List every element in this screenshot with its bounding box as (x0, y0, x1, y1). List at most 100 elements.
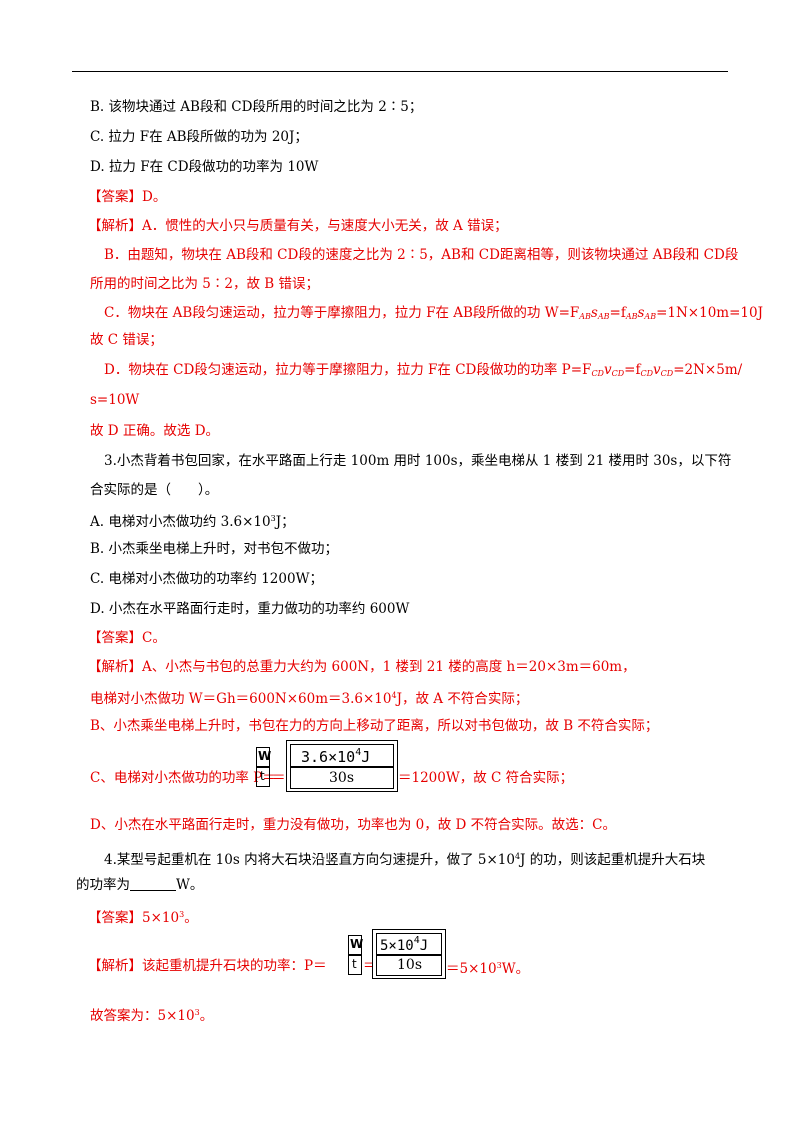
fraction-numerator-box: 5×104J (376, 933, 442, 955)
fraction-numerator: W (258, 749, 272, 763)
q4-analysis-prefix: 【解析】该起重机提升石块的功率：P＝ (88, 956, 327, 976)
fraction-denominator: t (352, 957, 357, 971)
fraction-denominator-box: 30s (290, 767, 394, 789)
fraction-box-work-time: 5×104J 10s (372, 929, 446, 979)
equals-sign: ＝ (272, 770, 286, 786)
subscript: AB (625, 312, 638, 321)
fraction-denominator: 30s (329, 770, 354, 786)
superscript: 3 (270, 514, 276, 523)
answer-value: D。 (142, 189, 167, 205)
answer-tag: 【答案】 (88, 910, 142, 926)
analysis-text: 该起重机提升石块的功率：P＝ (142, 958, 327, 974)
q4-final-answer: 故答案为：5×103。 (90, 1003, 213, 1026)
q3-stem-line2: 合实际的是（ ）。 (90, 482, 219, 498)
answer-blank[interactable] (130, 876, 176, 891)
stem-text: J 的功，则该起重机提升大石块 (520, 852, 706, 868)
subscript: CD (640, 369, 654, 378)
final-text: 。 (199, 1008, 214, 1024)
symbol: v (603, 362, 612, 378)
q2-answer: 【答案】D。 (88, 187, 166, 207)
fraction-numerator: 5×104J (380, 935, 428, 954)
fraction-numerator-box: W (348, 935, 364, 955)
analysis-text: =2N×5m/ (673, 362, 743, 378)
stem-text: 4.某型号起重机在 10s 内将大石块沿竖直方向匀速提升，做了 5×10 (104, 852, 515, 868)
option-text: J； (275, 514, 295, 530)
analysis-tag: 【解析】 (88, 659, 142, 675)
q2-analysis-c1: C．物块在 AB段匀速运动，拉力等于摩擦阻力，拉力 F在 AB段所做的功 W=F… (104, 303, 763, 327)
fraction-denominator: 10s (397, 957, 422, 973)
q3-option-d: D. 小杰在水平路面行走时，重力做功的功率约 600W (90, 601, 410, 617)
subscript: CD (660, 369, 674, 378)
subscript: AB (644, 312, 657, 321)
q4-stem-line1: 4.某型号起重机在 10s 内将大石块沿竖直方向匀速提升，做了 5×104J 的… (104, 847, 705, 870)
q2-analysis-a: 【解析】A．惯性的大小只与质量有关，与速度大小无关，故 A 错误； (88, 216, 508, 236)
q4-analysis-result: ＝5×103W。 (446, 956, 529, 979)
option-text: A. 电梯对小杰做功约 3.6×10 (90, 514, 271, 530)
q2-option-b: B. 该物块通过 AB段和 CD段所用的时间之比为 2∶5； (90, 99, 423, 115)
fraction-numerator-box: 3.6×104J (290, 744, 394, 767)
analysis-text: A．惯性的大小只与质量有关，与速度大小无关，故 A 错误； (142, 218, 508, 234)
analysis-text: =f (624, 362, 641, 378)
q3-analysis-c-prefix: C、电梯对小杰做功的功率 P＝ (90, 770, 276, 786)
numerator-text: 3.6×10 (301, 748, 356, 766)
analysis-tag: 【解析】 (88, 958, 142, 974)
analysis-text: D．物块在 CD段匀速运动，拉力等于摩擦阻力，拉力 F在 CD段做功的功率 P=… (104, 362, 592, 378)
superscript: 4 (413, 935, 420, 946)
numerator-unit: J (361, 748, 371, 766)
fraction-numerator: 3.6×104J (301, 747, 370, 766)
subscript: CD (611, 369, 625, 378)
numerator-unit: J (419, 938, 429, 954)
power-fraction-wt: W t (256, 747, 272, 787)
analysis-text: W。 (501, 961, 530, 977)
fraction-denominator-box: t (348, 955, 362, 975)
superscript: 3 (179, 910, 185, 919)
superscript: 4 (391, 691, 397, 700)
superscript: 3 (194, 1008, 200, 1017)
q4-stem-line2: 的功率为 W。 (76, 875, 203, 895)
numerator-text: 5×10 (380, 938, 414, 954)
analysis-tag: 【解析】 (88, 218, 142, 234)
fraction-denominator-box: t (256, 767, 270, 787)
fraction-box-energy-time: 3.6×104J 30s (286, 740, 398, 792)
analysis-text: =f (609, 305, 626, 321)
q3-analysis-d: D、小杰在水平路面行走时，重力没有做功，功率也为 0，故 D 不符合实际。故选：… (90, 817, 616, 833)
final-text: 故答案为：5×10 (90, 1008, 195, 1024)
analysis-text: ＝5×10 (446, 961, 497, 977)
superscript: 3 (496, 961, 502, 970)
fraction-numerator: W (350, 937, 364, 951)
answer-tag: 【答案】 (88, 189, 142, 205)
q3-option-a: A. 电梯对小杰做功约 3.6×103J； (90, 509, 295, 532)
q4-answer: 【答案】5×103。 (88, 905, 198, 928)
symbol: s (590, 305, 598, 321)
answer-value: 。 (184, 910, 198, 926)
symbol: v (653, 362, 661, 378)
q3-analysis-c-suffix: ＝1200W，故 C 符合实际； (398, 770, 574, 786)
analysis-text: J，故 A 不符合实际； (396, 691, 529, 707)
power-fraction-wt: W t (348, 935, 364, 975)
q2-analysis-b2: 所用的时间之比为 5∶2，故 B 错误； (90, 276, 319, 292)
q3-option-b: B. 小杰乘坐电梯上升时，对书包不做功； (90, 541, 339, 557)
q2-analysis-d3: 故 D 正确。故选 D。 (90, 423, 220, 439)
q3-analysis-b: B、小杰乘坐电梯上升时，书包在力的方向上移动了距离，所以对书包做功，故 B 不符… (90, 718, 659, 734)
subscript: AB (579, 312, 591, 321)
q3-answer: 【答案】C。 (88, 628, 166, 648)
q2-analysis-c2: 故 C 错误； (90, 332, 163, 348)
stem-text: W。 (176, 877, 204, 893)
superscript: 4 (514, 852, 521, 861)
analysis-text: C．物块在 AB段匀速运动，拉力等于摩擦阻力，拉力 F在 AB段所做的功 W=F (104, 305, 580, 321)
q3-stem-line1: 3.小杰背着书包回家，在水平路面上行走 100m 用时 100s，乘坐电梯从 1… (104, 453, 732, 469)
subscript: CD (591, 369, 604, 378)
header-rule (72, 71, 728, 72)
fraction-denominator: t (260, 769, 265, 783)
q3-analysis-a1: 【解析】A、小杰与书包的总重力大约为 600N，1 楼到 21 楼的高度 h＝2… (88, 657, 636, 677)
analysis-text: 电梯对小杰做功 W＝Gh＝600N×60m＝3.6×10 (90, 691, 392, 707)
q3-option-c: C. 电梯对小杰做功的功率约 1200W； (90, 571, 323, 587)
answer-tag: 【答案】 (88, 630, 142, 646)
fraction-denominator-box: 10s (376, 955, 442, 976)
q2-option-d: D. 拉力 F在 CD段做功的功率为 10W (90, 159, 319, 175)
q2-analysis-d2: s=10W (90, 392, 140, 408)
analysis-text: A、小杰与书包的总重力大约为 600N，1 楼到 21 楼的高度 h＝20×3m… (142, 659, 636, 675)
symbol: s (637, 305, 645, 321)
q2-option-c: C. 拉力 F在 AB段所做的功为 20J； (90, 129, 308, 145)
stem-text: 的功率为 (76, 877, 130, 893)
